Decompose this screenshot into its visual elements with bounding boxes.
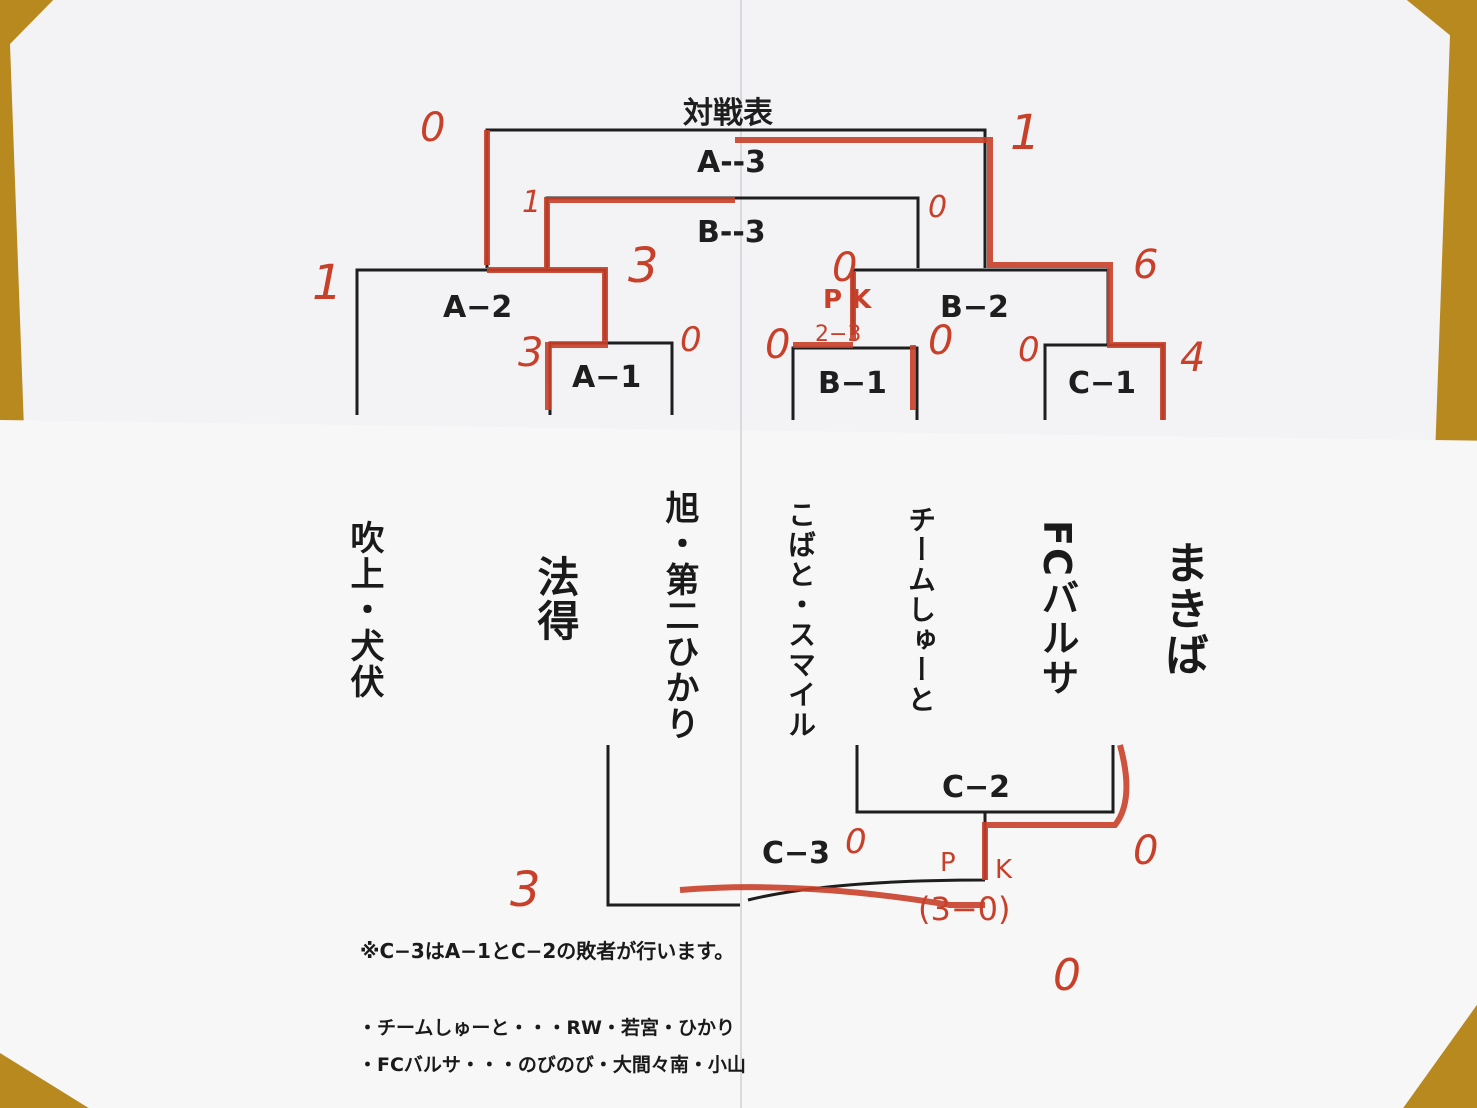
- score: 3: [510, 862, 541, 918]
- score: 3: [518, 330, 544, 376]
- match-label-b1: B−1: [818, 366, 887, 401]
- bracket-red-lines: [484, 130, 1166, 908]
- score: 0: [420, 105, 446, 151]
- pk-score: (3−0): [918, 890, 1011, 928]
- score: 1: [1010, 105, 1041, 161]
- team-name: 吹上・犬伏: [344, 520, 384, 700]
- bracket-title: 対戦表: [683, 96, 773, 131]
- paper-bottom-sheet: [0, 420, 1477, 1108]
- note-team-shoot: ・チームしゅーと・・・RW・若宮・ひかり: [358, 1017, 736, 1039]
- score: 0: [680, 320, 702, 360]
- team-name: 法得: [531, 555, 580, 643]
- score: 1: [522, 185, 542, 220]
- match-label-c3: C−3: [762, 836, 831, 871]
- match-label-c2: C−2: [942, 770, 1011, 805]
- paper-fold: [740, 0, 742, 1108]
- score: 0: [1133, 828, 1159, 874]
- score: 0: [1053, 950, 1081, 1001]
- team-name: チームしゅーと: [904, 505, 937, 715]
- note-fc-barsa: ・FCバルサ・・・のびのび・大間々南・小山: [358, 1054, 746, 1076]
- score: 0: [845, 822, 867, 862]
- pk-label: P: [940, 848, 956, 878]
- match-label-c1: C−1: [1068, 366, 1137, 401]
- pk-label: P K: [823, 285, 872, 315]
- score: 1: [312, 255, 343, 311]
- paper-top-sheet: [10, 0, 1450, 440]
- score: 0: [928, 318, 954, 364]
- score: 4: [1180, 335, 1206, 381]
- score: 3: [628, 238, 659, 294]
- team-name: こばと・スマイル: [784, 500, 817, 740]
- note-c3-rule: ※C−3はA−1とC−2の敗者が行います。: [360, 939, 735, 963]
- match-label-b2: B−2: [940, 290, 1009, 325]
- team-name: FCバルサ: [1035, 520, 1079, 698]
- team-name: 旭・第二ひかり: [659, 490, 699, 742]
- score: 0: [928, 190, 948, 225]
- match-label-a2: A−2: [443, 290, 513, 325]
- match-label-b3: B--3: [697, 215, 766, 250]
- score: 0: [832, 245, 858, 291]
- match-label-a1: A−1: [572, 360, 642, 395]
- score: 0: [1018, 330, 1040, 370]
- score: 6: [1133, 242, 1159, 288]
- score: 0: [765, 322, 791, 368]
- pk-score: 2−3: [815, 322, 862, 347]
- team-name: まきば: [1157, 540, 1208, 678]
- match-label-a3: A--3: [697, 145, 766, 180]
- pk-label: K: [995, 855, 1013, 885]
